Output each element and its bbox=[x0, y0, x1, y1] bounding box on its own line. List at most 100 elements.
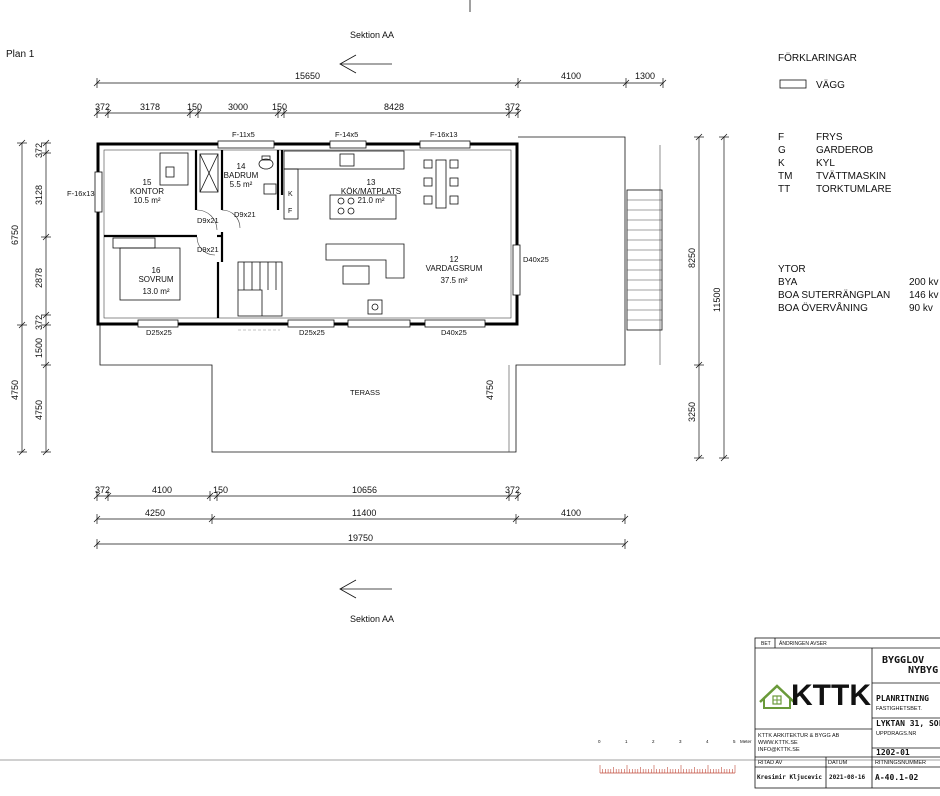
dim-bottom-11400: 11400 bbox=[352, 508, 376, 518]
tb-uppdrag: 1202-01 bbox=[876, 748, 910, 757]
tb-ritad: Kresimir Kljucevic bbox=[757, 774, 822, 781]
tb-project-line1: BYGGLOV bbox=[882, 655, 924, 666]
tb-drawing-type: PLANRITNING bbox=[876, 694, 929, 703]
dim-top-150b: 150 bbox=[272, 102, 287, 112]
legend-text: FRYS bbox=[816, 132, 843, 143]
door-marks-bottom bbox=[137, 244, 521, 328]
shower bbox=[199, 153, 219, 193]
interior-walls bbox=[104, 150, 284, 318]
section-arrow-bottom bbox=[339, 579, 392, 599]
dim-left-6750: 6750 bbox=[10, 225, 20, 245]
legend-code: K bbox=[778, 158, 785, 169]
door-d9x21-a-label: D9x21 bbox=[197, 216, 219, 225]
room-vardagsrum: 12 VARDAGSRUM 37.5 m² bbox=[426, 255, 483, 285]
terrace-label: TERASS bbox=[350, 388, 380, 397]
dim-bottom-372b: 372 bbox=[505, 485, 520, 495]
door-d40x25-bottom-label: D40x25 bbox=[441, 328, 467, 337]
tb-fastighet: LYKTAN 31, SOL bbox=[876, 719, 940, 728]
room-badrum-number: 14 bbox=[237, 162, 246, 171]
kttk-logo-text: KTTK bbox=[791, 679, 871, 712]
bed bbox=[112, 237, 181, 301]
tb-datum: 2021-08-16 bbox=[829, 774, 866, 781]
area-label: BYA bbox=[778, 277, 798, 288]
dim-top-3000: 3000 bbox=[228, 102, 248, 112]
dim-bottom-4250: 4250 bbox=[145, 508, 165, 518]
kitchen-f-label: F bbox=[288, 208, 292, 215]
legend-text: GARDEROB bbox=[816, 145, 874, 156]
legend-text: TORKTUMLARE bbox=[816, 184, 892, 195]
legend-code: TT bbox=[778, 184, 790, 195]
section-arrow-top bbox=[339, 54, 392, 74]
area-value: 90 kv bbox=[909, 303, 933, 314]
area-label: BOA ÖVERVÅNING bbox=[778, 301, 868, 314]
legend-code: F bbox=[778, 132, 784, 143]
room-kok-number: 13 bbox=[367, 178, 376, 187]
plan-label: Plan 1 bbox=[6, 49, 35, 60]
dim-bottom-4100: 4100 bbox=[152, 485, 172, 495]
dim-top-372b: 372 bbox=[505, 102, 520, 112]
door-swings bbox=[196, 209, 241, 256]
dim-top-1300: 1300 bbox=[635, 71, 655, 81]
tb-company-mail: INFO@KTTK.SE bbox=[758, 747, 800, 753]
tb-ritningsnr-label: RITNINGSNUMMER bbox=[875, 760, 926, 766]
legend-code: TM bbox=[778, 171, 792, 182]
room-kontor-name: KONTOR bbox=[130, 187, 164, 196]
window-f11x5-label: F-11x5 bbox=[232, 130, 255, 139]
interior-stair bbox=[237, 261, 283, 317]
dim-bottom-10656: 10656 bbox=[352, 485, 377, 495]
section-label-bottom: Sektion AA bbox=[350, 614, 394, 624]
kitchen-counter bbox=[283, 150, 405, 220]
title-block bbox=[754, 637, 940, 789]
legend-text: KYL bbox=[816, 158, 835, 169]
tb-company-web: WWW.KTTK.SE bbox=[758, 740, 798, 746]
room-sovrum-number: 16 bbox=[152, 266, 161, 275]
scale-bar-labels: 0 1 2 3 4 5 Meter bbox=[598, 739, 752, 744]
area-value: 200 kv bbox=[909, 277, 938, 288]
window-f16x13-top-label: F-16x13 bbox=[430, 130, 458, 139]
tb-bet-label: BET bbox=[761, 641, 771, 647]
dim-bottom-19750: 19750 bbox=[348, 533, 373, 543]
terrace-dim-4750: 4750 bbox=[485, 380, 495, 400]
kttk-logo-icon bbox=[759, 684, 795, 709]
kitchen-k-label: K bbox=[288, 191, 293, 198]
room-kok: 13 KÖK/MATPLATS 21.0 m² bbox=[341, 178, 401, 205]
scale-tick-label: 4 bbox=[706, 739, 709, 744]
areas-title: YTOR bbox=[778, 264, 806, 275]
window-f14x5-label: F-14x5 bbox=[335, 130, 358, 139]
room-kok-area: 21.0 m² bbox=[357, 196, 384, 205]
door-d25x25-left-label: D25x25 bbox=[146, 328, 172, 337]
tb-ritad-label: RITAD AV bbox=[758, 760, 783, 766]
legend-title: FÖRKLARINGAR bbox=[778, 52, 857, 64]
dim-left-4750: 4750 bbox=[10, 380, 20, 400]
legend-code: G bbox=[778, 145, 786, 156]
scale-bar bbox=[599, 765, 736, 774]
top-dimension-lines bbox=[93, 78, 667, 118]
room-vardagsrum-number: 12 bbox=[450, 255, 459, 264]
section-label-top: Sektion AA bbox=[350, 30, 394, 40]
legend-wall-swatch bbox=[779, 79, 807, 89]
dim-left-2878: 2878 bbox=[34, 268, 44, 288]
room-vardagsrum-name: VARDAGSRUM bbox=[426, 264, 483, 273]
room-badrum: 14 BADRUM 5.5 m² bbox=[224, 162, 259, 189]
tb-datum-label: DATUM bbox=[828, 760, 848, 766]
door-d9x21-b-label: D9x21 bbox=[234, 210, 256, 219]
room-sovrum-name: SOVRUM bbox=[138, 275, 173, 284]
desk-kontor bbox=[159, 152, 189, 186]
scale-tick-label: 0 bbox=[598, 739, 601, 744]
room-kok-name: KÖK/MATPLATS bbox=[341, 187, 401, 196]
dim-top-372a: 372 bbox=[95, 102, 110, 112]
dim-top-3178: 3178 bbox=[140, 102, 160, 112]
dim-top-150a: 150 bbox=[187, 102, 202, 112]
dim-left-372b: 372 bbox=[34, 315, 44, 330]
room-badrum-name: BADRUM bbox=[224, 171, 259, 180]
room-vardagsrum-area: 37.5 m² bbox=[440, 276, 467, 285]
scale-tick-label: 1 bbox=[625, 739, 628, 744]
dim-top-4100: 4100 bbox=[561, 71, 581, 81]
dining-table bbox=[423, 159, 459, 209]
dim-left-3128: 3128 bbox=[34, 185, 44, 205]
room-sovrum: 16 SOVRUM 13.0 m² bbox=[138, 266, 173, 296]
dim-bottom-150: 150 bbox=[213, 485, 228, 495]
tb-company-name: KTTK ARKITEKTUR & BYGG AB bbox=[758, 733, 840, 739]
scale-tick-label: 2 bbox=[652, 739, 655, 744]
bathroom-sink bbox=[263, 183, 277, 195]
